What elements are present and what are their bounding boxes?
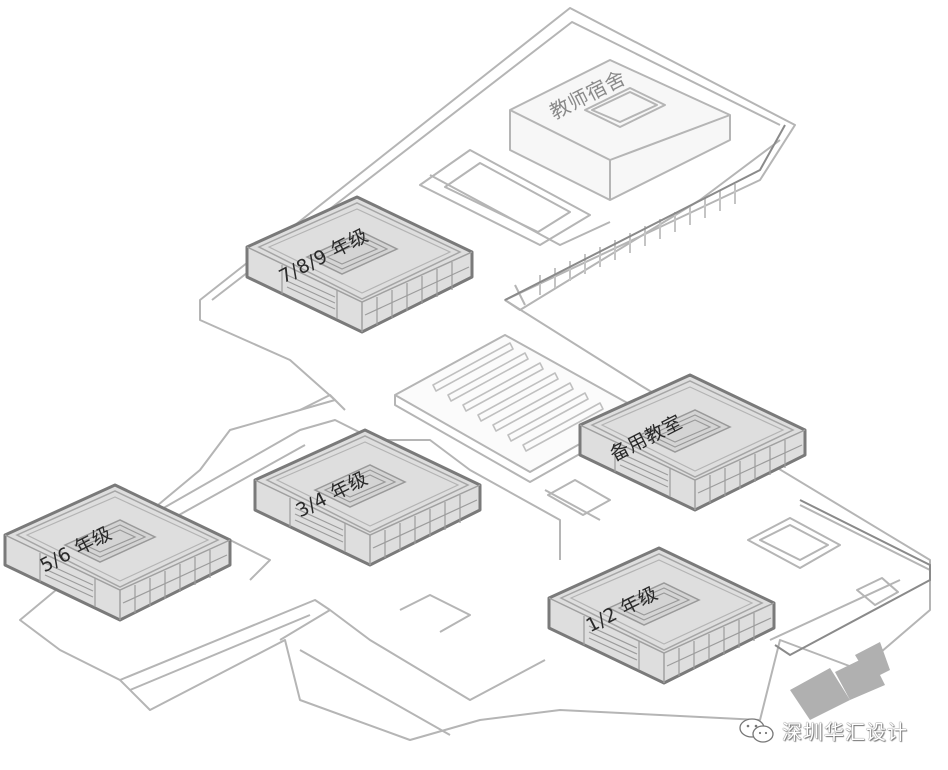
watermark: 深圳华汇设计 — [738, 716, 908, 745]
watermark-text: 深圳华汇设计 — [782, 720, 908, 744]
wechat-icon — [739, 717, 774, 743]
block-grade-3-4 — [253, 428, 482, 567]
